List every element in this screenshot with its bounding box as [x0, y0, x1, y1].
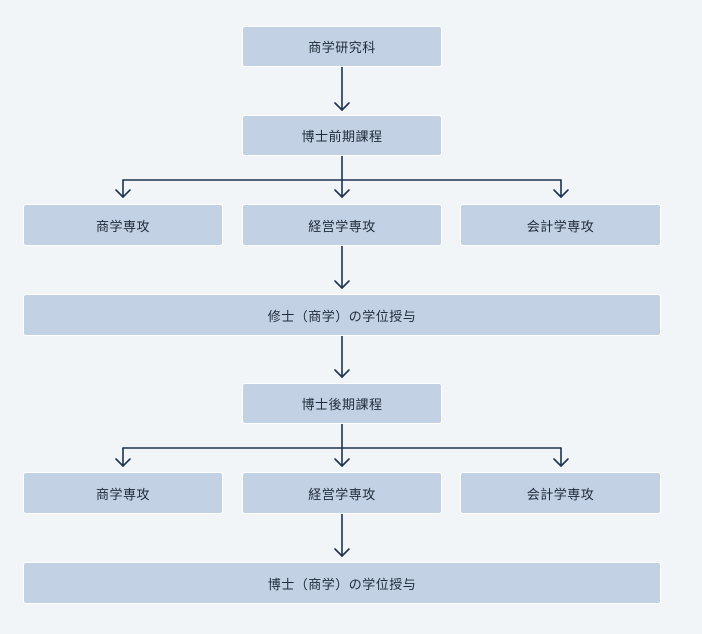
arrowhead-doctoral-major-3 — [553, 458, 569, 467]
node-masters-major-3: 会計学専攻 — [460, 204, 661, 246]
node-masters-major-2: 経営学専攻 — [242, 204, 442, 246]
node-masters-program: 博士前期課程 — [242, 115, 442, 156]
arrowhead-masters-major-3 — [553, 189, 569, 198]
arrowhead-doctoral-major-2 — [334, 458, 350, 467]
node-doctoral-major-2: 経営学専攻 — [242, 472, 442, 514]
arrowhead-root-to-masters — [334, 102, 350, 111]
node-root: 商学研究科 — [242, 26, 442, 67]
arrowhead-majors-to-doctoral-degree — [334, 548, 350, 557]
arrowhead-masters-major-1 — [115, 189, 131, 198]
node-doctoral-major-1: 商学専攻 — [23, 472, 223, 514]
arrowhead-majors-to-masters-degree — [334, 280, 350, 289]
node-masters-degree: 修士（商学）の学位授与 — [23, 294, 661, 336]
node-doctoral-major-3: 会計学専攻 — [460, 472, 661, 514]
arrowhead-masters-degree-to-doctoral — [334, 369, 350, 378]
arrowhead-doctoral-major-1 — [115, 458, 131, 467]
arrowhead-masters-major-2 — [334, 189, 350, 198]
node-doctoral-degree: 博士（商学）の学位授与 — [23, 562, 661, 604]
node-doctoral-program: 博士後期課程 — [242, 383, 442, 424]
node-masters-major-1: 商学専攻 — [23, 204, 223, 246]
